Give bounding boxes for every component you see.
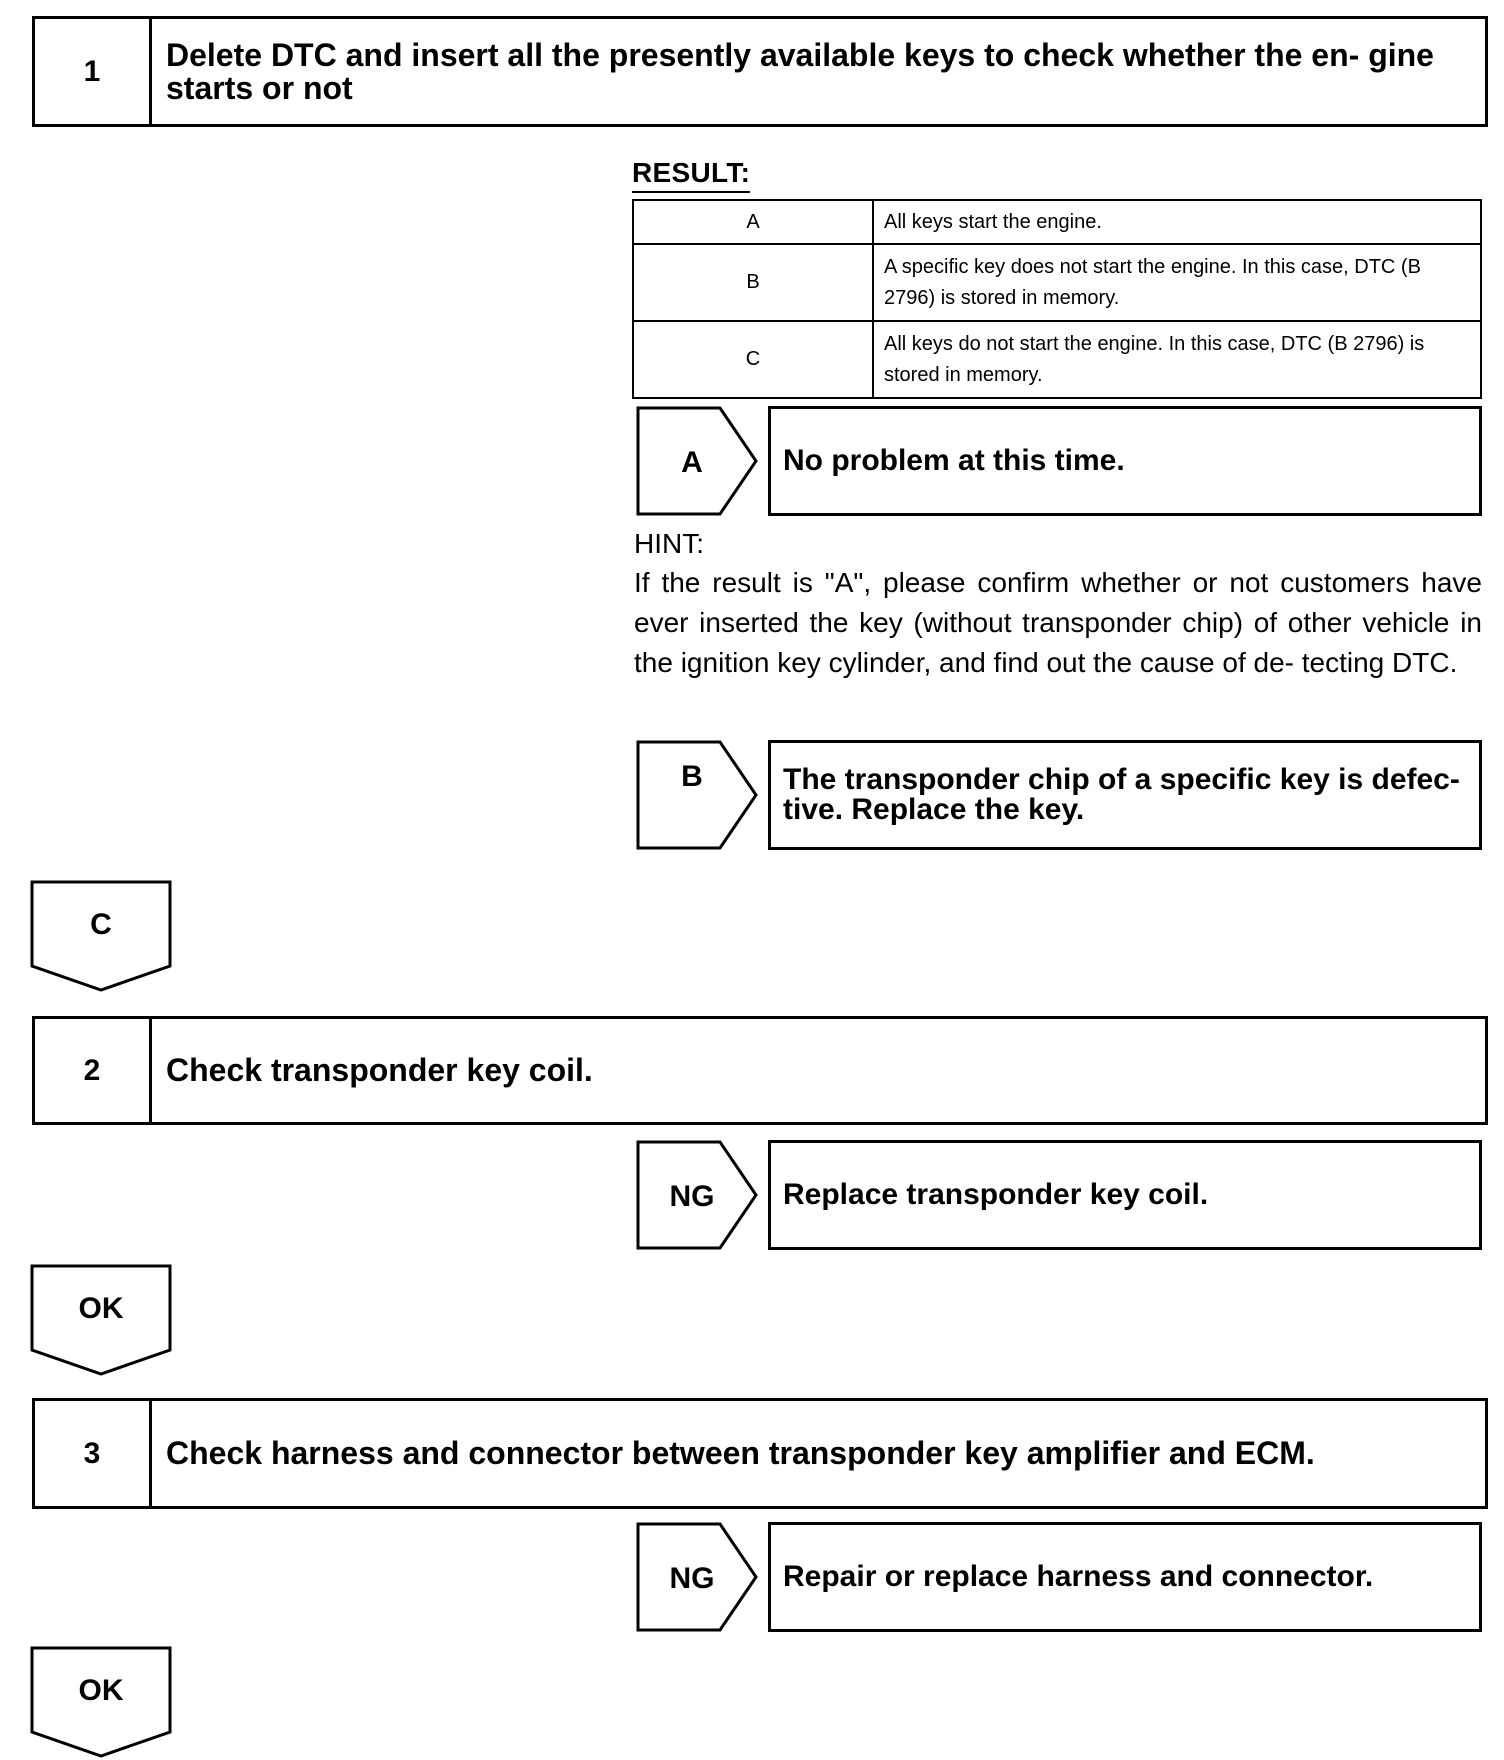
step-title: Check harness and connector between tran… [166, 1435, 1315, 1471]
branch-a: A No problem at this time. [636, 406, 1482, 516]
result-code: C [632, 320, 874, 399]
table-row: C All keys do not start the engine. In t… [632, 320, 1482, 399]
result-table: A All keys start the engine. B A specifi… [632, 199, 1482, 399]
outcome-box: The transponder chip of a specific key i… [768, 740, 1482, 850]
branch-label: NG [670, 1562, 715, 1595]
hint-text: If the result is "A", please confirm whe… [634, 567, 1482, 678]
branch-label: NG [670, 1180, 715, 1213]
step-number: 2 [35, 1019, 152, 1122]
down-arrow-c: C [30, 880, 172, 992]
branch-ng-step-3: NG Repair or replace harness and connect… [636, 1522, 1482, 1632]
down-arrow-icon: OK [30, 1264, 172, 1376]
result-code: A [632, 199, 874, 245]
result-label: RESULT: [632, 157, 751, 193]
right-arrow-icon: NG [636, 1522, 758, 1632]
table-row: B A specific key does not start the engi… [632, 243, 1482, 322]
branch-label: A [681, 446, 703, 479]
step-number: 1 [35, 19, 152, 124]
step-number: 3 [35, 1401, 152, 1506]
branch-b: B The transponder chip of a specific key… [636, 740, 1482, 850]
step-title: Check transponder key coil. [166, 1052, 593, 1088]
outcome-box: Replace transponder key coil. [768, 1140, 1482, 1250]
result-code: B [632, 243, 874, 322]
arrow-label: C [90, 908, 112, 941]
right-arrow-icon: B [636, 740, 758, 850]
arrow-label: OK [79, 1292, 124, 1325]
outcome-box: No problem at this time. [768, 406, 1482, 516]
result-description: All keys start the engine. [872, 199, 1482, 245]
right-arrow-icon: NG [636, 1140, 758, 1250]
step-1-header: 1 Delete DTC and insert all the presentl… [32, 16, 1488, 127]
down-arrow-icon: OK [30, 1646, 172, 1758]
result-description: A specific key does not start the engine… [872, 243, 1482, 322]
result-description: All keys do not start the engine. In thi… [872, 320, 1482, 399]
down-arrow-icon: C [30, 880, 172, 992]
right-arrow-icon: A [636, 406, 758, 516]
table-row: A All keys start the engine. [632, 199, 1482, 245]
outcome-box: Repair or replace harness and connector. [768, 1522, 1482, 1632]
branch-label: B [681, 760, 703, 793]
step-3-header: 3 Check harness and connector between tr… [32, 1398, 1488, 1509]
arrow-label: OK [79, 1674, 124, 1707]
branch-ng-step-2: NG Replace transponder key coil. [636, 1140, 1482, 1250]
step-title: Delete DTC and insert all the presently … [166, 36, 1434, 106]
hint-label: HINT: [634, 528, 704, 559]
down-arrow-ok-step-3: OK [30, 1646, 172, 1758]
step-2-header: 2 Check transponder key coil. [32, 1016, 1488, 1125]
down-arrow-ok-step-2: OK [30, 1264, 172, 1376]
